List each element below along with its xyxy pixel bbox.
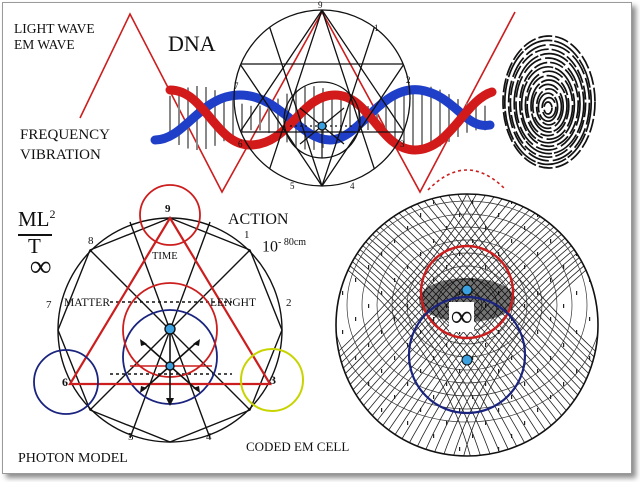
cell-infinity-symbol: ∞ bbox=[449, 300, 475, 333]
photon-number-8: 8 bbox=[88, 235, 94, 247]
dna-blue-strand bbox=[150, 85, 495, 145]
photon-number-2: 2 bbox=[286, 297, 292, 309]
time-label: TIME bbox=[152, 251, 178, 262]
photon-model-label: PHOTON MODEL bbox=[18, 451, 128, 466]
photon-number-5: 5 bbox=[128, 431, 134, 443]
infinity-symbol: ∞ bbox=[30, 250, 52, 283]
frequency-label: FREQUENCY bbox=[20, 127, 111, 143]
top-enneagram bbox=[233, 9, 411, 187]
fingerprint bbox=[502, 35, 596, 170]
light-wave-label: LIGHT WAVE bbox=[14, 21, 95, 36]
photon-model-diagram bbox=[33, 184, 304, 443]
photon-number-3: 3 bbox=[270, 373, 276, 387]
top-number-7: 7 bbox=[234, 81, 239, 91]
formula-denominator: T bbox=[28, 234, 41, 258]
photon-number-1: 1 bbox=[244, 229, 250, 241]
photon-number-4: 4 bbox=[206, 431, 212, 443]
photon-number-7: 7 bbox=[46, 299, 52, 311]
formula-numerator: ML2 bbox=[18, 207, 56, 231]
top-number-2: 2 bbox=[406, 75, 411, 85]
top-number-9: 9 bbox=[318, 0, 323, 10]
matter-label: MATTER bbox=[64, 297, 110, 309]
dna-helix bbox=[150, 85, 497, 155]
formula-fraction-bar bbox=[18, 234, 52, 236]
em-wave-label: EM WAVE bbox=[14, 37, 75, 52]
top-number-5: 5 bbox=[290, 181, 295, 191]
top-number-4: 4 bbox=[350, 181, 355, 191]
coded-em-cell-label: CODED EM CELL bbox=[246, 439, 350, 454]
lenght-label: LENGHT bbox=[210, 297, 256, 309]
dna-label: DNA bbox=[168, 31, 216, 56]
action-label: ACTION bbox=[228, 211, 289, 228]
dna-red-strand bbox=[165, 85, 497, 155]
top-number-3: 3 bbox=[400, 139, 405, 149]
top-number-6: 6 bbox=[238, 139, 243, 149]
scale-label: 10- 80cm bbox=[262, 237, 307, 256]
top-number-1: 1 bbox=[374, 23, 379, 33]
photon-number-9: 9 bbox=[165, 203, 171, 215]
photon-number-6: 6 bbox=[62, 375, 68, 389]
vibration-label: VIBRATION bbox=[20, 147, 101, 163]
